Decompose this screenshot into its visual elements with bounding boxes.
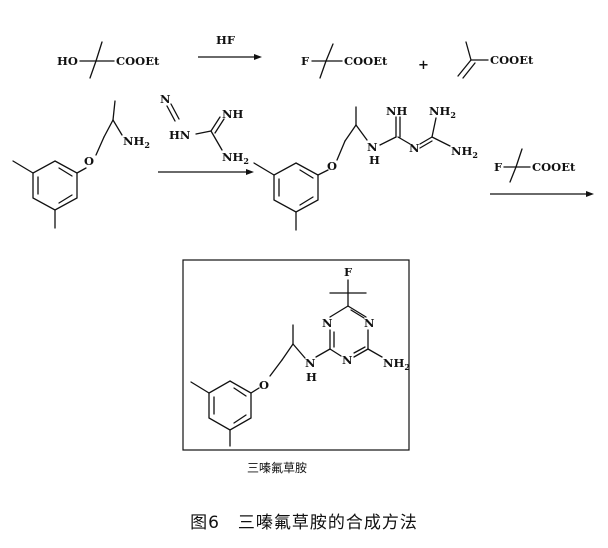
product-frame [182,259,410,451]
amino-label: NH2 [222,150,249,166]
product-nh-h-label: H [306,370,317,384]
product-nh-label: N [305,356,316,370]
nitrile-n-label: N [160,92,171,106]
cooet-label: COOEt [116,54,160,68]
plus-sign: + [418,58,429,73]
cooet-label: COOEt [344,54,388,68]
nh-h-label: H [369,153,380,167]
product-amino-label: NH2 [383,356,410,372]
synthesis-scheme: HO COOEt HF F COOEt + COOEt [12,33,594,451]
ether-oxygen-label: O [84,154,94,168]
product-fluoro-label: F [344,265,353,279]
cooet-label: COOEt [532,160,576,174]
bridge-n-label: N [409,141,420,155]
hydroxy-label: HO [57,54,78,68]
amine-label: NH2 [123,134,150,150]
intermediate-biguanide: O N H NH N NH2 NH2 [253,104,478,231]
arrow-1-head [254,54,262,60]
fluoro-label: F [301,54,310,68]
cooet-label: COOEt [490,53,534,67]
reagent-fluoro-ester: F COOEt [490,148,594,197]
arrow-2-head [246,169,254,175]
reagent-cyanoguanidine: N HN NH NH2 [158,92,254,175]
imine-label: NH [386,104,408,118]
hf-reagent-label: HF [216,33,236,47]
triazine-n-label: N [342,353,353,367]
amino-label: NH2 [451,144,478,160]
arrow-3-head [586,191,594,197]
ether-oxygen-label: O [327,159,337,173]
product-triaziflam: F N N N NH2 N H O [190,265,410,447]
reactant-amine: O NH2 [12,100,150,229]
imine-label: NH [222,107,244,121]
reaction-1: HO COOEt HF F COOEt + COOEt [57,33,534,79]
triazine-n-label: N [322,316,333,330]
nh-label: N [367,140,378,154]
product-name-label: 三嗪氟草胺 [247,461,308,475]
product-ether-oxygen-label: O [259,378,269,392]
amino-label: NH2 [429,104,456,120]
triazine-n-label: N [364,316,375,330]
fluoro-label: F [494,160,503,174]
hn-label: HN [169,128,191,142]
figure-caption: 图6 三嗪氟草胺的合成方法 [190,513,418,533]
